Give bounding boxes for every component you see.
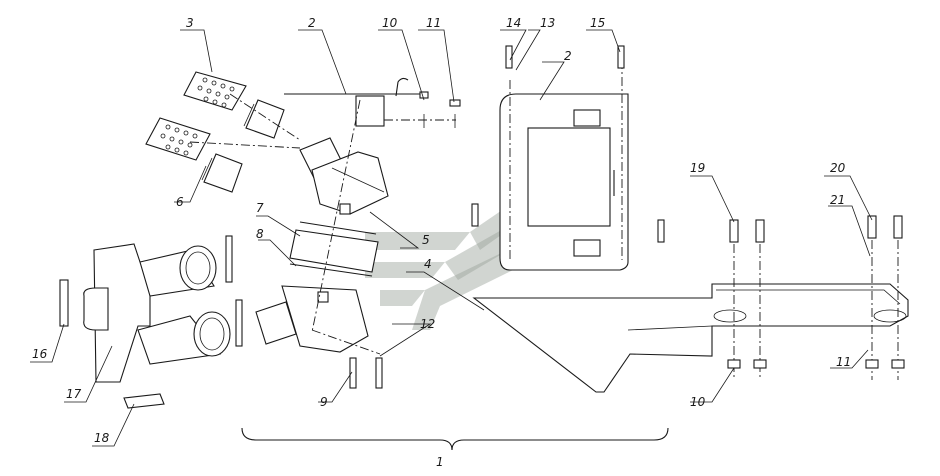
fasteners-top [384, 91, 461, 128]
sleeve-lower [201, 153, 243, 193]
callout-7: 7 [256, 201, 264, 215]
callout-19: 19 [690, 161, 705, 175]
callout-10-bottom: 10 [690, 395, 706, 409]
callout-20: 20 [830, 161, 846, 175]
callout-9: 9 [320, 395, 328, 409]
screws-13-14-15 [471, 45, 665, 243]
air-cleaner-housing-lower [255, 285, 369, 353]
air-duct [472, 283, 909, 393]
callout-11-top: 11 [426, 16, 441, 30]
mounting-plate [284, 77, 420, 127]
filter-element-7 [289, 221, 379, 277]
callout-16: 16 [32, 347, 48, 361]
callout-11-bottom: 11 [836, 355, 851, 369]
callout-15: 15 [590, 16, 605, 30]
sleeve-upper [243, 99, 285, 139]
bolt-9 [311, 329, 383, 389]
callout-13: 13 [540, 16, 555, 30]
intake-manifold-17 [83, 243, 231, 383]
cover-plate [499, 60, 629, 271]
brace-1 [241, 427, 669, 451]
callout-5: 5 [422, 233, 430, 247]
callout-18: 18 [94, 431, 110, 445]
callout-2-right: 2 [564, 49, 572, 63]
callout-2-top: 2 [308, 16, 316, 30]
callout-4: 4 [424, 257, 432, 271]
perforated-filter-3 [183, 71, 247, 111]
bracket-16 [59, 279, 69, 327]
perforated-filter-6 [145, 117, 211, 161]
axis-3 [229, 93, 301, 141]
bolts-right [727, 215, 905, 380]
clamp-strips [225, 235, 243, 347]
callout-17: 17 [66, 387, 82, 401]
axis-6 [189, 141, 301, 149]
air-cleaner-housing-upper [299, 137, 389, 215]
callout-6: 6 [176, 195, 184, 209]
callout-12: 12 [420, 317, 435, 331]
callout-3: 3 [186, 16, 194, 30]
leader-lines [30, 29, 873, 447]
callout-14: 14 [506, 16, 521, 30]
callout-8: 8 [256, 227, 264, 241]
callout-10-top: 10 [382, 16, 398, 30]
seal-18 [123, 393, 165, 409]
callout-21: 21 [830, 193, 845, 207]
main-axis [311, 99, 361, 333]
callout-1: 1 [436, 455, 444, 469]
